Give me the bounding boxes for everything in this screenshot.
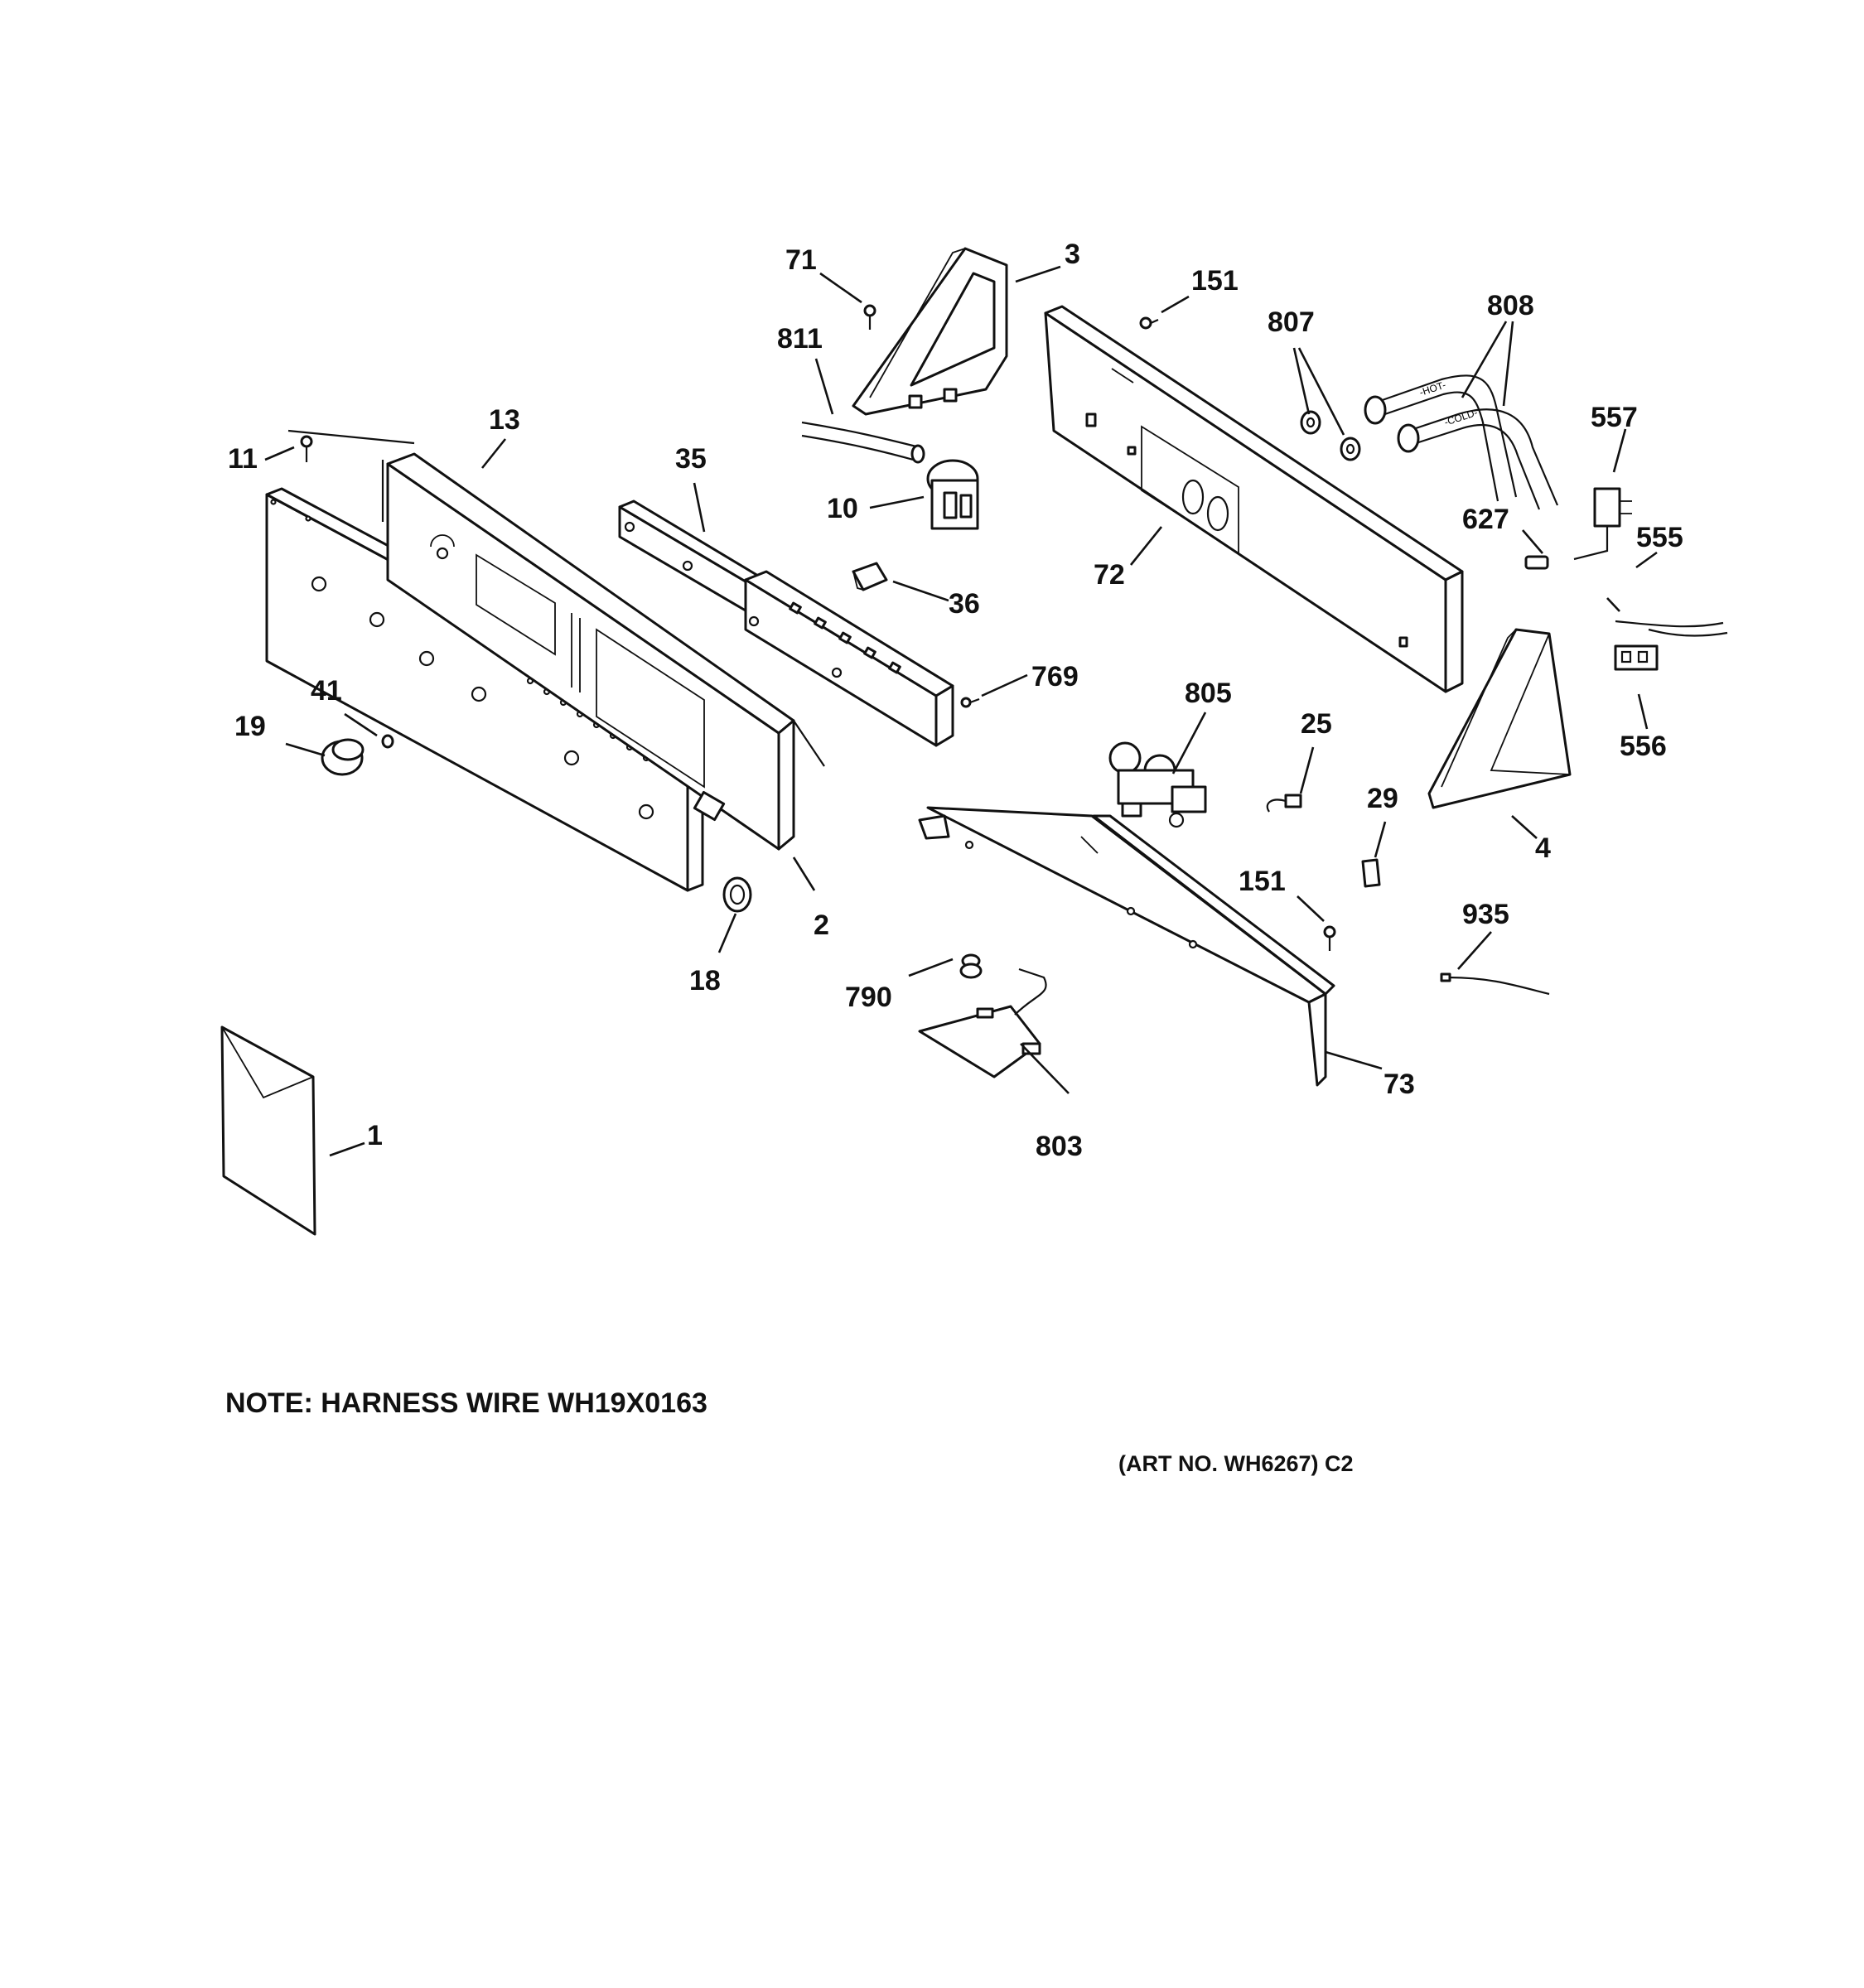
part-811-tube <box>801 421 925 464</box>
callout-25: 25 <box>1301 708 1332 740</box>
callout-3: 3 <box>1065 239 1080 270</box>
part-10-pressure-switch <box>926 459 979 530</box>
art-number: (ART NO. WH6267) C2 <box>1118 1451 1354 1476</box>
callout-41: 41 <box>311 675 342 707</box>
part-808-hoses: -HOT- -COLD- <box>1364 374 1559 510</box>
part-151-screw-top <box>1139 316 1159 330</box>
callout-11: 11 <box>228 443 258 475</box>
callout-555: 555 <box>1636 522 1683 553</box>
callout-1: 1 <box>367 1120 383 1151</box>
part-35-bracket <box>618 499 764 615</box>
part-4-right-bracket <box>1427 628 1572 809</box>
callout-808: 808 <box>1487 290 1534 321</box>
part-25-component <box>1266 794 1302 813</box>
callout-4: 4 <box>1535 832 1551 864</box>
callout-29: 29 <box>1367 783 1398 814</box>
callout-labels: 1 2 3 4 10 11 13 18 19 25 29 35 36 41 71… <box>228 239 1683 1162</box>
part-556-connector <box>1614 644 1659 671</box>
part-71-screw <box>863 304 876 330</box>
part-41-clip <box>381 734 394 749</box>
part-73-bottom-channel <box>918 806 1335 1087</box>
callout-769: 769 <box>1031 661 1079 692</box>
part-1-envelope <box>220 1025 316 1236</box>
callout-36: 36 <box>949 588 980 620</box>
callout-151-top: 151 <box>1191 265 1239 297</box>
callout-71: 71 <box>785 244 817 276</box>
callout-19: 19 <box>234 711 266 742</box>
part-11-screw <box>300 435 313 462</box>
part-555-wire <box>1615 620 1728 637</box>
part-18-grommet <box>722 876 752 913</box>
callout-807: 807 <box>1268 306 1315 338</box>
callout-805: 805 <box>1185 678 1232 709</box>
callout-627: 627 <box>1462 504 1509 535</box>
callout-13: 13 <box>489 404 520 436</box>
callout-18: 18 <box>689 965 721 996</box>
callout-151-bottom: 151 <box>1239 866 1286 897</box>
callout-556: 556 <box>1620 731 1667 762</box>
part-19-knob <box>321 738 365 776</box>
part-151-screw-bottom <box>1323 925 1336 951</box>
callout-557: 557 <box>1591 402 1638 433</box>
part-29-component <box>1361 858 1381 888</box>
callout-935: 935 <box>1462 899 1509 930</box>
part-807-washers <box>1300 410 1361 461</box>
part-36-clip <box>852 562 888 591</box>
callout-2: 2 <box>814 910 829 941</box>
control-board <box>744 570 954 747</box>
callout-790: 790 <box>845 982 892 1013</box>
callout-73: 73 <box>1384 1069 1415 1100</box>
leader-lines <box>264 265 1658 1157</box>
part-557-plug <box>1573 487 1632 561</box>
part-935-wire <box>1440 972 1550 996</box>
part-3-left-bracket <box>852 247 1008 416</box>
part-790-clamp <box>959 953 983 979</box>
callout-72: 72 <box>1094 559 1125 591</box>
part-769-screw <box>960 697 980 708</box>
callout-35: 35 <box>675 443 707 475</box>
part-627-connector <box>1524 555 1549 570</box>
part-803-cover <box>918 967 1047 1078</box>
part-805-water-valve <box>1108 741 1207 828</box>
part-72-back-panel <box>1044 305 1464 693</box>
hose-hot-label: -HOT- <box>1418 379 1447 398</box>
callout-803: 803 <box>1036 1131 1083 1162</box>
callout-811: 811 <box>777 323 823 355</box>
harness-wire-note: NOTE: HARNESS WIRE WH19X0163 <box>225 1387 707 1419</box>
callout-10: 10 <box>827 493 858 524</box>
part-13-backing-panel <box>287 429 825 851</box>
